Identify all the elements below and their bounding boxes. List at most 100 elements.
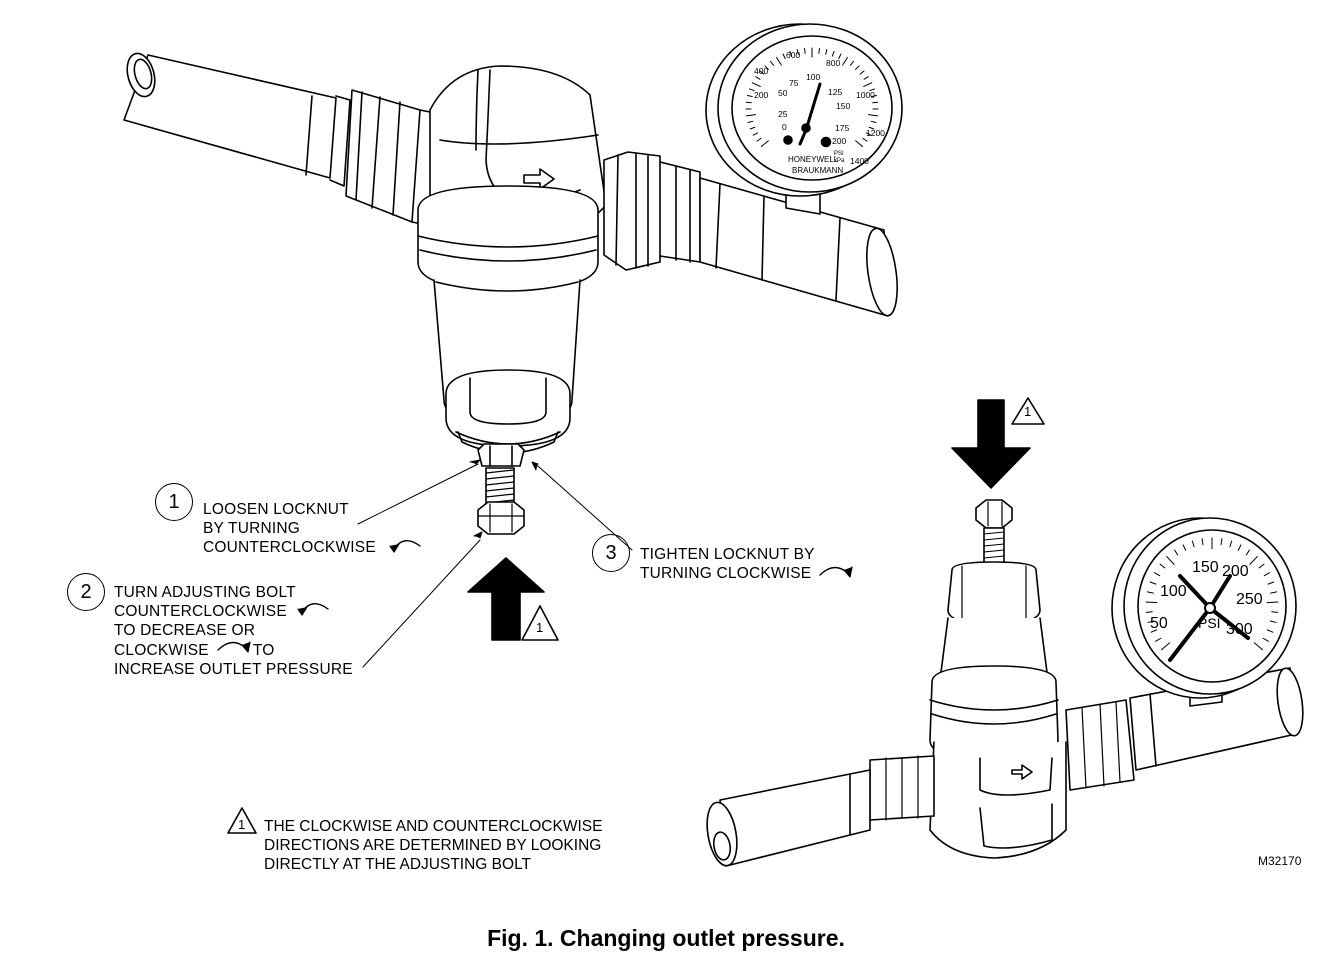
callout-2-line-4a: CLOCKWISE — [114, 641, 209, 659]
gauge-brand-line-2: BRAUKMANN — [792, 166, 843, 175]
gauge-tick — [796, 49, 799, 55]
gauge-tick — [849, 60, 855, 66]
gauge-tick — [1159, 563, 1166, 569]
gauge-tick — [818, 47, 820, 54]
gauge-tick — [855, 65, 860, 70]
gauge-tick — [1150, 629, 1158, 633]
note-line-1: THE CLOCKWISE AND COUNTERCLOCKWISE — [264, 818, 603, 835]
gauge-tick — [863, 82, 873, 87]
gauge-tick — [789, 50, 793, 57]
callout-1-number: 1 — [155, 483, 193, 521]
warning-triangle-icon-2 — [1011, 397, 1045, 425]
gauge-tick — [1146, 591, 1154, 594]
gauge-tick — [1245, 549, 1251, 556]
gauge-tick — [1266, 601, 1279, 604]
note-line-2: DIRECTIONS ARE DETERMINED BY LOOKING — [264, 837, 602, 855]
gauge-tick — [746, 114, 756, 117]
gauge-tick — [825, 49, 828, 55]
gauge-tick — [1145, 611, 1153, 613]
note-line-3: DIRECTLY AT THE ADJUSTING BOLT — [264, 856, 532, 874]
gauge-tick — [760, 140, 769, 148]
gauge-tick — [868, 114, 878, 117]
gauge-tick — [1266, 629, 1274, 633]
gauge-tick — [865, 132, 872, 136]
gauge-tick — [863, 76, 869, 80]
gauge-tick — [756, 137, 762, 142]
gauge-tick — [782, 53, 786, 60]
note-text: THE CLOCKWISE AND COUNTERCLOCKWISE DIREC… — [264, 817, 602, 875]
callout-2-text: TURN ADJUSTING BOLT COUNTERCLOCKWISE TO … — [114, 583, 353, 679]
gauge-tick — [749, 126, 756, 130]
gauge-tick — [1258, 563, 1265, 569]
gauge-tick — [859, 70, 865, 75]
gauge-tick — [870, 120, 877, 124]
up-arrow-icon — [467, 557, 545, 641]
gauge-tick — [1262, 637, 1269, 642]
figure-code: M32170 — [1258, 854, 1302, 868]
gauge-tick — [752, 132, 759, 136]
gauge-tick — [1149, 581, 1157, 585]
clockwise-arrow-icon-2 — [819, 566, 849, 576]
figure-caption: Fig. 1. Changing outlet pressure. — [487, 925, 845, 951]
gauge-label-300: 300 — [1226, 621, 1253, 638]
callout-2-line-4: CLOCKWISE TO — [114, 641, 353, 660]
gauge-label-200: 200 — [1222, 563, 1249, 580]
gauge-tick — [1249, 556, 1258, 565]
callout-2-line-5: INCREASE OUTLET PRESSURE — [114, 660, 353, 678]
gauge-tick — [831, 50, 835, 57]
gauge-tick — [1182, 544, 1187, 551]
gauge-tick — [1166, 556, 1175, 565]
gauge-tick — [1229, 540, 1233, 548]
gauge-tick — [751, 82, 761, 87]
gauge-unit-label: PSI — [1198, 615, 1221, 631]
gauge-label-100: 100 — [1160, 583, 1187, 600]
gauge-tick — [838, 53, 842, 60]
top-valve-assembly — [123, 23, 903, 668]
gauge-kpa-1000: 1000 — [856, 90, 875, 100]
gauge-tick — [748, 88, 755, 92]
gauge-psi-75: 75 — [789, 78, 799, 88]
gauge-tick — [1263, 572, 1271, 577]
gauge-tick — [842, 56, 848, 66]
gauge-tick — [1153, 572, 1161, 577]
gauge-tick — [1160, 642, 1171, 651]
warning-triangle-icon — [521, 605, 559, 641]
gauge-kpa-1200: 1200 — [866, 128, 885, 138]
gauge-tick — [755, 76, 761, 80]
callout-1-line-2: BY TURNING — [203, 520, 301, 538]
gauge-kpa-200: 200 — [754, 90, 768, 100]
callout-3-line-1: TIGHTEN LOCKNUT BY — [640, 546, 815, 563]
bottom-valve-assembly — [706, 397, 1304, 867]
callout-2-line-4b: TO — [252, 641, 275, 659]
gauge-brand-line-1: HONEYWELL — [788, 155, 839, 164]
callout-3-number: 3 — [592, 534, 630, 572]
top-inlet-pipe — [123, 52, 351, 187]
bottom-gauge-dial-labels: 50 100 150 200 250 300 PSI — [1150, 559, 1263, 638]
gauge-psi-150: 150 — [836, 101, 850, 111]
gauge-tick — [869, 88, 876, 92]
gauge-tick — [862, 137, 868, 142]
gauge-tick — [776, 56, 782, 66]
gauge-tick — [759, 70, 765, 75]
gauge-tick — [1253, 642, 1264, 651]
gauge-psi-125: 125 — [828, 87, 842, 97]
gauge-unit-psi: PSI — [834, 151, 844, 157]
gauge-unit-kpa: kPa — [834, 158, 845, 164]
gauge-kpa-800: 800 — [826, 58, 840, 68]
gauge-kpa-400: 400 — [754, 66, 768, 76]
gauge-tick — [1269, 620, 1277, 623]
down-arrow-icon — [951, 399, 1031, 489]
gauge-tick — [1147, 620, 1155, 623]
note-marker-number: 1 — [238, 817, 246, 832]
callout-3-line-2: TURNING CLOCKWISE — [640, 565, 812, 583]
gauge-psi-175: 175 — [835, 123, 849, 133]
top-inlet-union-nut — [345, 89, 441, 227]
callout-3-text: TIGHTEN LOCKNUT BY TURNING CLOCKWISE — [640, 545, 815, 583]
gauge-psi-200: 200 — [832, 136, 846, 146]
gauge-psi-0: 0 — [782, 122, 787, 132]
gauge-tick — [1173, 549, 1179, 556]
top-outlet-union — [603, 151, 701, 271]
top-valve-bowl — [417, 185, 599, 454]
